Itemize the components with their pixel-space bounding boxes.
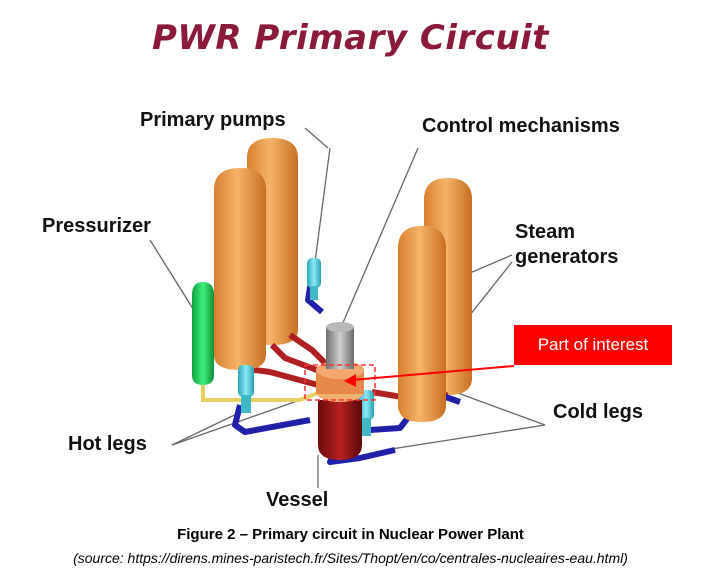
leader-control-mechanisms — [341, 147, 419, 326]
pressurizer — [192, 282, 214, 385]
leader-pressurizer — [149, 239, 201, 321]
label-cold-legs: Cold legs — [553, 401, 644, 423]
label-steam-generators-line2: generators — [515, 246, 619, 268]
control-mechanisms — [326, 322, 354, 369]
steam-generator-front-right — [398, 226, 446, 422]
primary-pump-1 — [307, 258, 321, 300]
leader-primary-pumps-a — [304, 127, 329, 149]
steam-generator-front-left — [214, 168, 266, 370]
label-vessel: Vessel — [266, 489, 329, 511]
leader-cold-legs-a — [454, 391, 546, 426]
figure-source: (source: https://direns.mines-paristech.… — [73, 550, 628, 566]
leader-lines — [149, 127, 546, 488]
part-of-interest-callout: Part of interest — [514, 325, 672, 365]
leader-hot-legs-a — [171, 409, 246, 446]
label-primary-pumps: Primary pumps — [140, 109, 286, 131]
callout-arrow — [344, 365, 515, 387]
page-title: PWR Primary Circuit — [151, 18, 549, 58]
reactor-vessel — [316, 361, 364, 460]
part-of-interest-outline — [304, 364, 376, 401]
label-steam-generators-line1: Steam — [515, 221, 576, 243]
label-hot-legs: Hot legs — [68, 433, 147, 455]
surge-line — [201, 385, 319, 402]
leader-primary-pumps-b — [314, 147, 331, 263]
primary-pump-2 — [238, 365, 254, 413]
leader-cold-legs-b — [384, 424, 546, 451]
figure-caption: Figure 2 – Primary circuit in Nuclear Po… — [177, 526, 524, 543]
label-control-mechanisms: Control mechanisms — [422, 115, 620, 137]
label-pressurizer: Pressurizer — [42, 215, 151, 237]
